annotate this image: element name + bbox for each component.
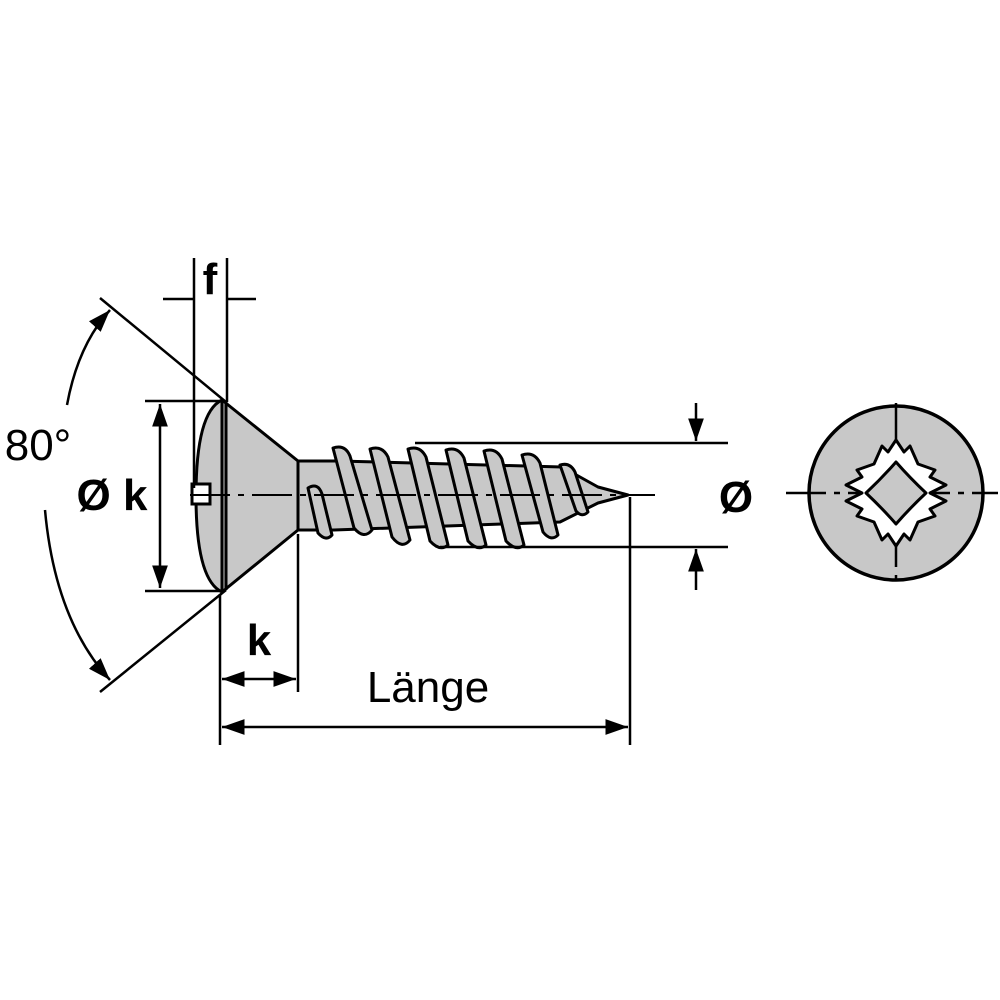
head-height-dimension — [218, 534, 300, 745]
length-dimension — [222, 497, 632, 745]
head-diameter-dimension — [145, 399, 224, 593]
raised-height-dimension — [163, 258, 256, 488]
angle-dimension — [43, 297, 227, 693]
angle-label: 80° — [5, 421, 72, 470]
head-height-label: k — [247, 616, 272, 665]
head-diameter-label: Ø k — [77, 471, 148, 520]
screw-side-view — [190, 398, 655, 594]
thread-diameter-label: Ø — [719, 473, 753, 522]
raised-height-label: f — [203, 255, 218, 304]
thread-diameter-dimension — [415, 403, 728, 590]
screw-head-end-view — [786, 403, 998, 583]
length-label: Länge — [367, 663, 489, 712]
